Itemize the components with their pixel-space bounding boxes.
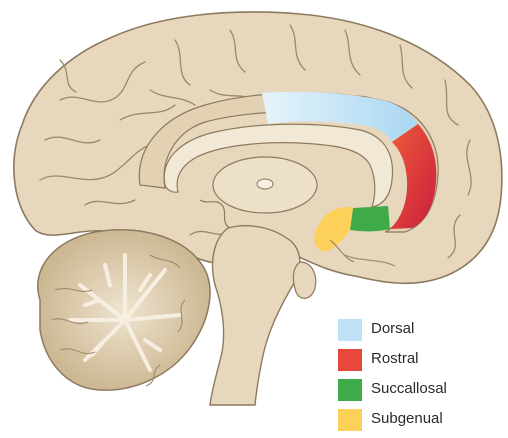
legend-label-rostral: Rostral — [371, 350, 419, 367]
interthalamic-adhesion — [257, 179, 273, 189]
brainstem — [210, 226, 300, 405]
legend-swatch-subgenual — [338, 409, 362, 431]
legend-item-succallosal: Succallosal — [338, 378, 503, 402]
legend-label-succallosal: Succallosal — [371, 380, 447, 397]
legend: Dorsal Rostral Succallosal Subgenual — [338, 318, 503, 438]
legend-swatch-rostral — [338, 349, 362, 371]
legend-item-rostral: Rostral — [338, 348, 503, 372]
legend-item-dorsal: Dorsal — [338, 318, 503, 342]
cerebellum — [38, 230, 210, 390]
legend-label-dorsal: Dorsal — [371, 320, 414, 337]
legend-swatch-succallosal — [338, 379, 362, 401]
legend-item-subgenual: Subgenual — [338, 408, 503, 432]
pituitary — [293, 262, 315, 298]
legend-label-subgenual: Subgenual — [371, 410, 443, 427]
region-succallosal — [350, 206, 390, 231]
legend-swatch-dorsal — [338, 319, 362, 341]
